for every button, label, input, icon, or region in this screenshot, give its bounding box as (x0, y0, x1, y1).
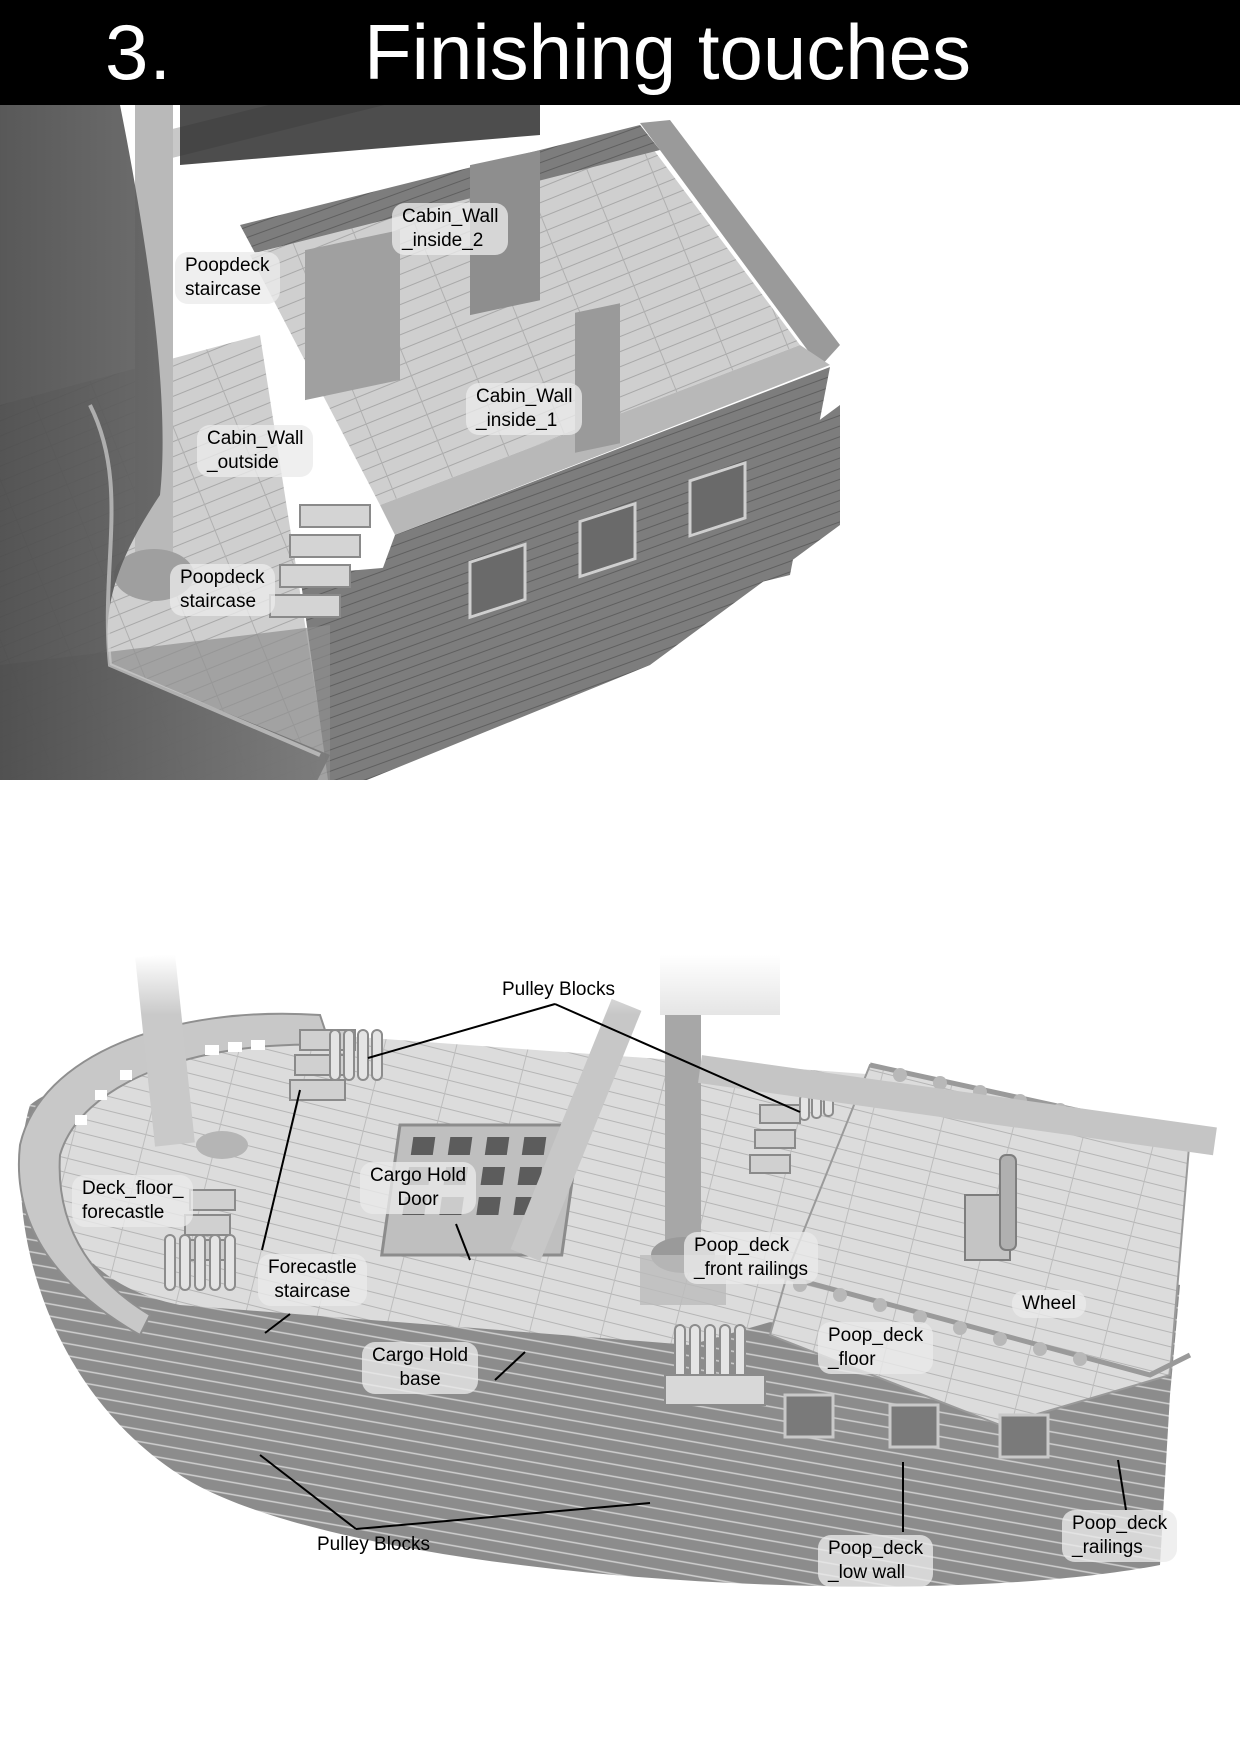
label-pulley-blocks-top: Pulley Blocks (502, 979, 615, 1000)
label-poopdeck-staircase-upper: Poopdeck staircase (175, 252, 280, 304)
label-poop-deck-floor: Poop_deck _floor (818, 1322, 934, 1374)
label-cargo-hold-base: Cargo Hold base (362, 1342, 479, 1394)
ship-stern-cabin-render (0, 105, 840, 780)
ship-stern-illustration (0, 105, 840, 780)
label-poop-deck-low-wall: Poop_deck _low wall (818, 1535, 934, 1587)
label-cabin-wall-inside-1: Cabin_Wall _inside_1 (466, 383, 583, 435)
label-cabin-wall-inside-2: Cabin_Wall _inside_2 (392, 203, 509, 255)
step-number: 3. (105, 8, 173, 96)
label-poop-deck-railings: Poop_deck _railings (1062, 1510, 1178, 1562)
page-title: Finishing touches (364, 8, 972, 96)
label-forecastle-staircase: Forecastle staircase (258, 1254, 367, 1306)
page-header: 3. Finishing touches (0, 0, 1240, 105)
label-cargo-hold-door: Cargo Hold Door (360, 1162, 477, 1214)
label-wheel: Wheel (1012, 1290, 1086, 1318)
label-poopdeck-staircase-lower: Poopdeck staircase (170, 564, 275, 616)
label-deck-floor-forecastle: Deck_floor_ forecastle (72, 1175, 194, 1227)
label-pulley-blocks-bottom: Pulley Blocks (317, 1534, 430, 1555)
label-poop-deck-front-railings: Poop_deck _front railings (684, 1232, 819, 1284)
label-cabin-wall-outside: Cabin_Wall _outside (197, 425, 314, 477)
